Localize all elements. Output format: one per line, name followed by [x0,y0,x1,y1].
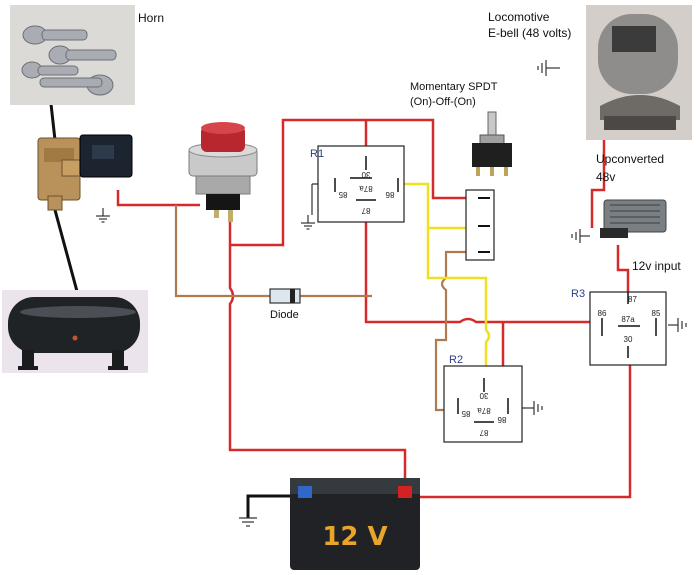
spdt-switch-icon [472,111,512,176]
r2-pin-87: 87 [479,428,488,437]
ground-icons [96,60,687,527]
diode-label: Diode [270,309,299,321]
ebell-label-line1: Locomotive [488,10,550,24]
input-12v-label: 12v input [632,259,681,273]
r1-pin-85: 85 [338,190,347,199]
wire-button-r1 [230,118,468,247]
r2-pin-30: 30 [479,391,488,400]
r1-pin-87: 87 [361,206,370,215]
switch-terminal-block [465,189,495,261]
ground-icon [537,60,560,76]
r1-pin-30: 30 [361,170,370,179]
horn-label: Horn [138,11,165,25]
battery-icon: 12 V [290,478,420,570]
relay-r1-label: R1 [310,148,325,160]
ground-icon [520,401,543,415]
relay-r2-label: R2 [449,354,464,366]
wire-converter-ebell [590,140,606,228]
ground-icon [239,517,257,527]
wire-r1-86-switch [398,182,491,375]
battery-label: 12 V [322,522,387,552]
brown-wires [174,205,468,412]
wire-valve-tank [53,209,80,296]
yellow-wires [398,182,491,375]
ground-icon [96,208,110,223]
r2-pin-87a: 87a [477,406,491,415]
ebell-icon [586,5,692,140]
r3-pin-86: 86 [598,309,607,318]
r1-pin-87a: 87a [359,184,373,193]
wire-r3-converter [616,245,630,292]
wire-battery-ground [246,494,300,518]
ground-icon [571,229,590,243]
horn-icon [10,5,135,105]
wire-r3-battery [410,365,632,499]
relay-r1: 30 85 87a 86 87 [317,145,405,223]
r3-pin-87: 87 [628,295,637,304]
relay-r3-label: R3 [571,288,586,300]
r2-pin-85: 85 [461,409,470,418]
diode-icon [269,288,301,304]
r2-pin-86: 86 [497,415,506,424]
switch-label-line2: (On)-Off-(On) [410,96,476,108]
r3-pin-87a: 87a [621,315,635,324]
r3-pin-85: 85 [652,309,661,318]
upconverted-label-line2: 48v [596,170,616,184]
upconverted-label-line1: Upconverted [596,152,665,166]
relay-r2: 30 85 87a 86 87 [443,365,523,443]
wire-button-battery [228,215,407,485]
r1-pin-86: 86 [385,190,394,199]
solenoid-valve-icon [37,134,133,211]
push-button-icon [188,122,258,222]
ebell-label-line2: E-bell (48 volts) [488,26,572,40]
air-tank-icon [2,290,148,373]
wire-r1-r3 [364,222,595,324]
ground-icon [668,318,687,332]
ground-icon [301,215,315,230]
wire-diode [174,205,270,298]
relay-r3: 87 86 87a 85 30 [589,291,667,366]
converter-icon [600,199,667,238]
wire-solenoid-button [116,190,200,207]
r3-pin-30: 30 [624,335,633,344]
switch-label-line1: Momentary SPDT [410,81,498,93]
